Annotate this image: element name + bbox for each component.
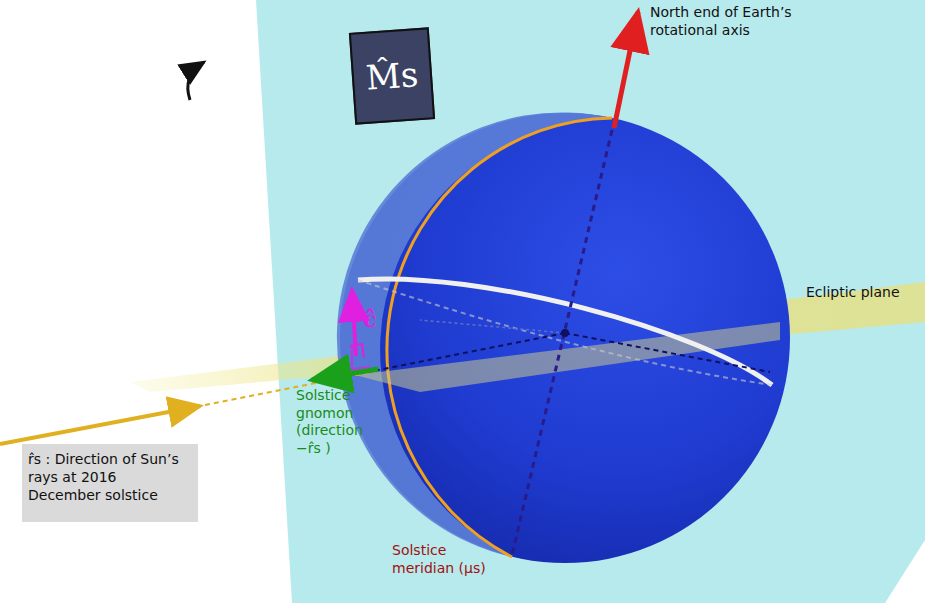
caption-text: r̂s : Direction of Sun’s rays at 2016 De… xyxy=(28,450,192,505)
caption-box: r̂s : Direction of Sun’s rays at 2016 De… xyxy=(22,444,198,522)
axis-label: North end of Earth’s rotational axis xyxy=(650,4,840,39)
vector-label: ĉ xyxy=(363,306,393,334)
gnomon-label: Solstice gnomon (direction −r̂s ) xyxy=(296,387,378,457)
operator-box: M̂s xyxy=(349,27,435,124)
operator-symbol: M̂s xyxy=(364,52,419,100)
plane-label: Ecliptic plane xyxy=(806,284,921,302)
meridian-label: Solstice meridian (μs) xyxy=(392,542,512,577)
